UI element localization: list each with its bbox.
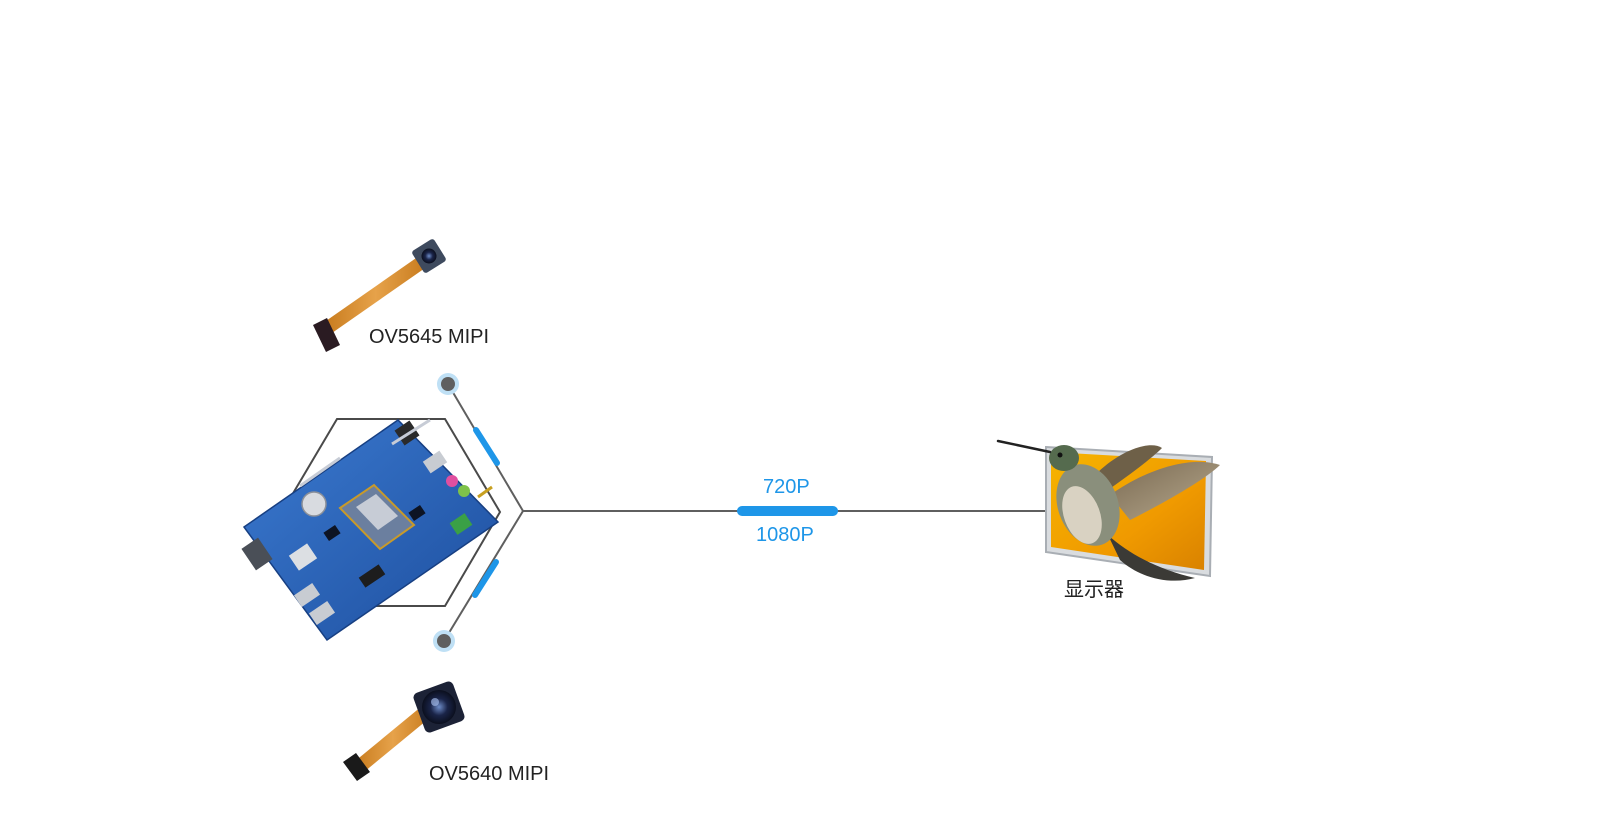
hummingbird-image [996, 439, 1220, 581]
cable-connector [313, 318, 340, 352]
camera-label-ov5645: OV5645 MIPI [369, 326, 490, 348]
node-dot [441, 377, 455, 391]
camera-ov5645 [313, 239, 446, 352]
lens-icon [422, 690, 456, 724]
connection-lines [433, 373, 1046, 652]
lens-icon [421, 248, 437, 264]
flex-cable [354, 706, 432, 772]
link-accent [472, 559, 499, 598]
battery-icon [301, 491, 327, 517]
node-dot [437, 634, 451, 648]
display-label: 显示器 [1064, 579, 1124, 601]
flex-cable [323, 256, 428, 333]
camera-ov5640 [343, 681, 465, 781]
camera-label-ov5640: OV5640 MIPI [429, 763, 550, 785]
audio-jack [446, 475, 458, 487]
dev-board [241, 418, 500, 642]
resolution-label-1080p: 1080P [756, 524, 814, 546]
audio-jack [458, 485, 470, 497]
cable-connector [343, 753, 370, 781]
resolution-label-720p: 720P [763, 476, 810, 498]
link-accent [473, 427, 500, 466]
display [996, 439, 1220, 581]
